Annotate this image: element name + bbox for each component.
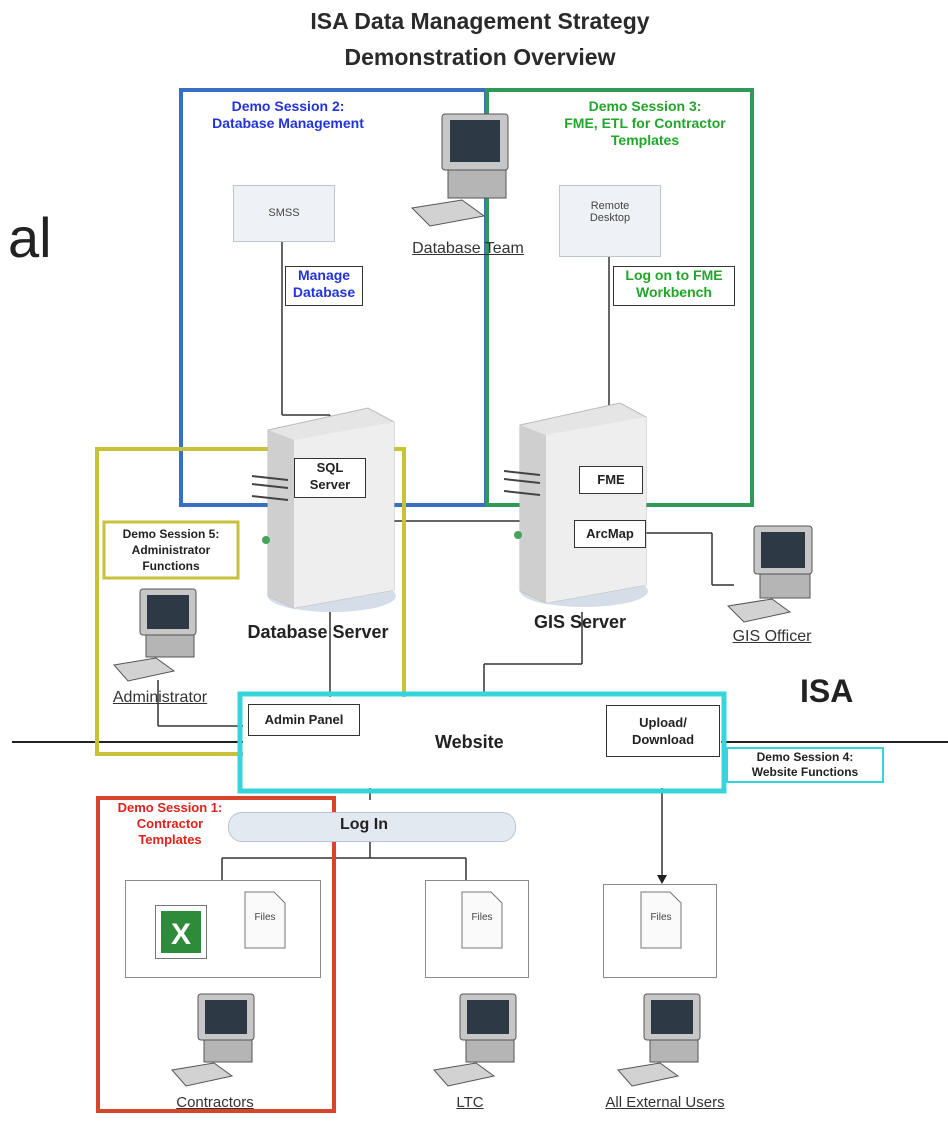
log-on-fme-line2: Workbench	[636, 284, 712, 300]
login-label: Log In	[340, 816, 388, 833]
session-1-subtitle-2: Templates	[138, 832, 202, 847]
gis-server-icon	[500, 395, 650, 610]
external-files-label: Files	[650, 912, 672, 923]
ltc-computer-icon	[430, 990, 530, 1090]
session-5-subtitle: Administrator	[131, 543, 211, 557]
login-bar[interactable]	[228, 812, 516, 842]
session-3-subtitle: FME, ETL for Contractor	[564, 115, 726, 131]
session-4-subtitle: Website Functions	[751, 765, 859, 779]
contractors-files-label: Files	[254, 912, 276, 923]
session-2-label: Demo Session 2: Database Management	[188, 98, 388, 132]
ltc-file-icon	[461, 891, 503, 949]
svg-text:X: X	[171, 918, 191, 951]
external-file-icon	[640, 891, 682, 949]
remote-desktop-document: Remote Desktop	[559, 185, 661, 257]
fme-box: FME	[579, 466, 643, 494]
session-1-label: Demo Session 1: Contractor Templates	[100, 800, 240, 848]
diagram-title-line1: ISA Data Management Strategy	[310, 8, 650, 34]
manage-database-box: Manage Database	[285, 266, 363, 306]
gis-server-label: GIS Server	[533, 612, 627, 632]
gis-officer-label: GIS Officer	[732, 628, 812, 645]
administrator-computer-icon	[110, 585, 210, 685]
log-on-fme-line1: Log on to FME	[625, 267, 723, 283]
website-label: Website	[435, 732, 504, 752]
ltc-label: LTC	[456, 1094, 484, 1111]
session-3-title: Demo Session 3:	[588, 98, 702, 114]
database-server-icon	[248, 400, 398, 615]
administrator-label: Administrator	[112, 689, 208, 706]
smss-document: SMSS	[233, 185, 335, 242]
session-3-label: Demo Session 3: FME, ETL for Contractor …	[545, 98, 745, 149]
log-on-fme-box: Log on to FME Workbench	[613, 266, 735, 306]
isa-label: ISA	[800, 673, 854, 709]
admin-panel-button[interactable]: Admin Panel	[248, 704, 360, 736]
arcmap-box: ArcMap	[574, 520, 646, 548]
diagram-title-line2: Demonstration Overview	[344, 44, 616, 70]
session-1-title: Demo Session 1:	[117, 800, 223, 815]
ltc-files-label: Files	[471, 912, 493, 923]
database-team-label: Database Team	[412, 240, 524, 257]
contractors-file-icon	[244, 891, 286, 949]
session-4-label: Demo Session 4: Website Functions	[730, 750, 880, 780]
session-3-subtitle-2: Templates	[610, 132, 680, 148]
upload-download-button[interactable]: Upload/ Download	[606, 705, 720, 757]
session-5-title: Demo Session 5:	[122, 527, 220, 541]
session-2-title: Demo Session 2:	[231, 98, 345, 114]
database-server-label: Database Server	[247, 622, 389, 642]
contractors-label: Contractors	[176, 1094, 254, 1111]
upload-line2: Download	[631, 732, 695, 747]
remote-desktop-line1: Remote	[590, 200, 630, 212]
session-5-label: Demo Session 5: Administrator Functions	[106, 526, 236, 574]
session-5-subtitle-2: Functions	[142, 559, 200, 573]
all-external-users-label: All External Users	[605, 1094, 725, 1111]
sql-server-box: SQL Server	[294, 458, 366, 498]
cut-off-text: al	[8, 206, 52, 269]
sql-server-line2: Server	[309, 477, 351, 492]
remote-desktop-line2: Desktop	[589, 212, 631, 224]
upload-line1: Upload/	[639, 715, 687, 730]
session-4-title: Demo Session 4:	[756, 750, 854, 764]
sql-server-line1: SQL	[316, 460, 344, 475]
session-2-subtitle: Database Management	[212, 115, 364, 131]
external-users-computer-icon	[614, 990, 714, 1090]
manage-database-line2: Database	[292, 284, 356, 300]
session-1-subtitle: Contractor	[136, 816, 204, 831]
database-team-computer-icon	[408, 108, 518, 232]
excel-icon: X	[155, 905, 207, 959]
gis-officer-computer-icon	[724, 522, 824, 627]
contractors-computer-icon	[168, 990, 268, 1090]
manage-database-line1: Manage	[297, 267, 351, 283]
